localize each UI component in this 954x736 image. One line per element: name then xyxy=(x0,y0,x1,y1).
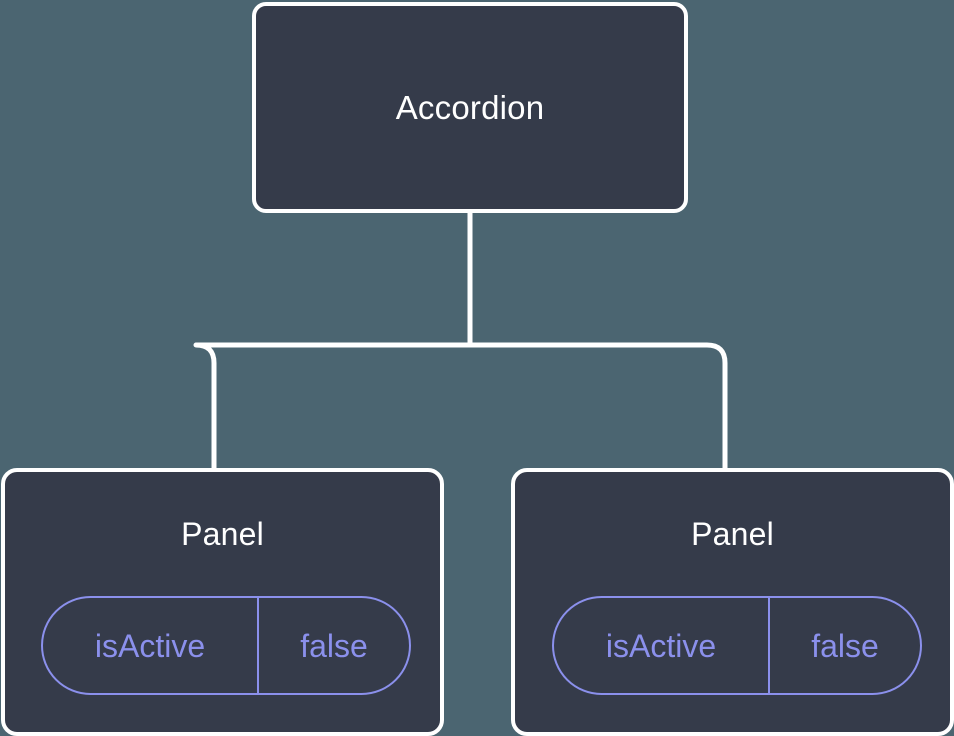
prop-pill-left[interactable]: isActive false xyxy=(41,596,411,695)
node-panel-right[interactable]: Panel isActive false xyxy=(511,468,954,736)
prop-pill-left-value: false xyxy=(300,627,368,664)
node-panel-left-label: Panel xyxy=(181,516,264,552)
prop-pill-left-key: isActive xyxy=(43,598,259,693)
node-panel-left[interactable]: Panel isActive false xyxy=(1,468,444,736)
prop-pill-right-value: false xyxy=(811,627,879,664)
prop-pill-right[interactable]: isActive false xyxy=(552,596,922,695)
node-accordion[interactable]: Accordion xyxy=(252,2,688,213)
prop-pill-right-key: isActive xyxy=(554,598,770,693)
edge-root-to-panel-right xyxy=(470,342,728,470)
edge-root-to-panel-left xyxy=(193,342,470,470)
node-accordion-label: Accordion xyxy=(395,89,545,126)
node-panel-right-label: Panel xyxy=(691,516,774,552)
